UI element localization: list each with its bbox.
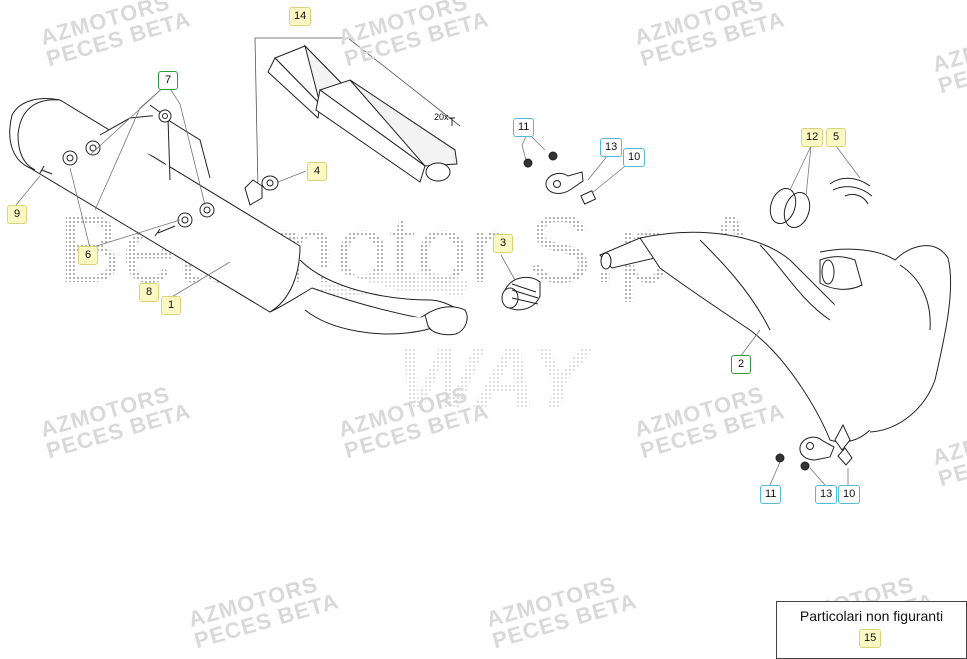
callout-14[interactable]: 14 [289,7,312,26]
callout-2[interactable]: 2 [731,355,751,374]
callout-1[interactable]: 1 [161,296,181,315]
callout-11[interactable]: 11 [513,118,535,137]
callout-10[interactable]: 10 [623,148,646,167]
callout-4[interactable]: 4 [307,162,327,181]
callout-10[interactable]: 10 [838,485,861,504]
orings-springs-part [769,145,873,229]
coupling-part [500,254,541,311]
silencer-packing-part [254,37,461,191]
quantity-note: 20x [434,112,449,122]
expansion-chamber-part [599,231,952,451]
callout-7[interactable]: 7 [158,71,178,90]
parts-not-shown-label: Particolari non figuranti [799,608,944,624]
bracket-upper-part [521,132,631,205]
callout-5[interactable]: 5 [826,128,846,147]
silencer-part [9,98,468,336]
callout-13[interactable]: 13 [815,485,838,504]
bracket-lower-part [769,436,853,486]
callout-9[interactable]: 9 [7,205,27,224]
leader-lines-left [15,83,307,299]
callout-13[interactable]: 13 [600,138,623,157]
callout-12[interactable]: 12 [801,128,824,147]
callout-6[interactable]: 6 [78,246,98,265]
callout-11[interactable]: 11 [760,485,782,504]
callout-3[interactable]: 3 [493,234,513,253]
way-logo-watermark: WAY [398,331,594,427]
parts-not-shown-box: Particolari non figuranti 15 [776,601,967,659]
callout-15[interactable]: 15 [859,629,882,648]
callout-8[interactable]: 8 [139,283,159,302]
